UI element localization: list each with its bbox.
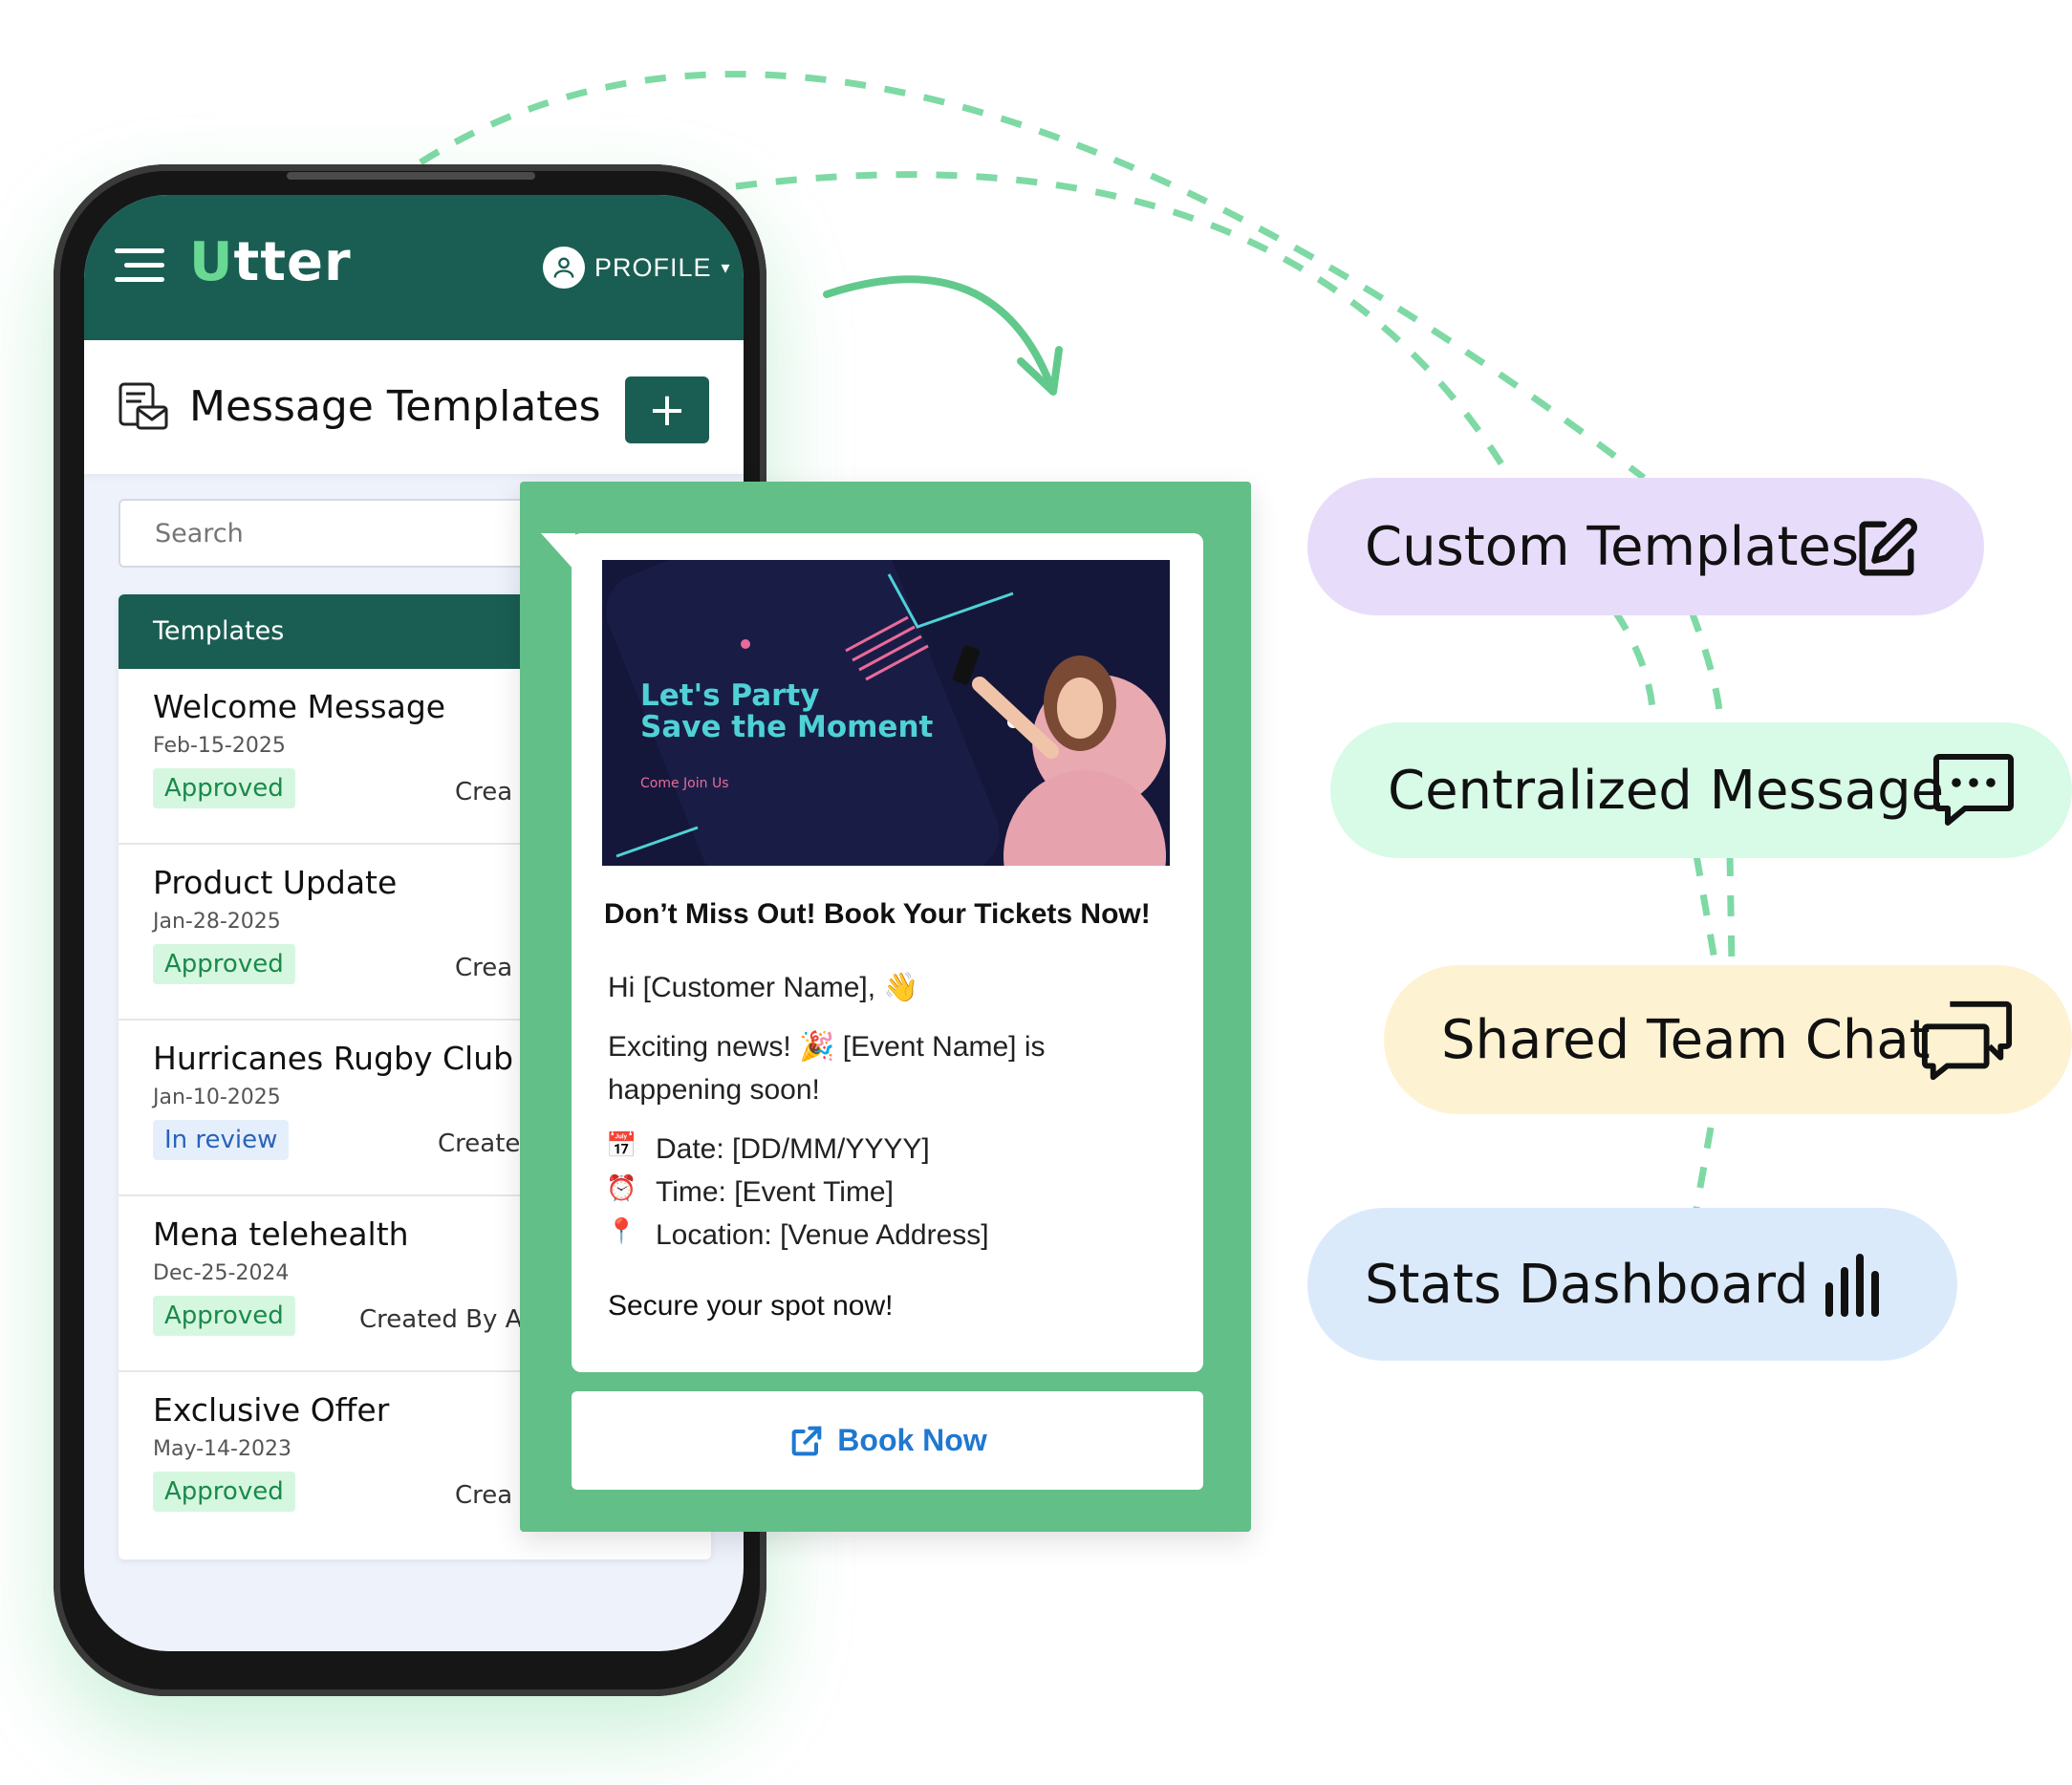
bar-chart-icon	[1825, 1254, 1879, 1317]
created-by: Create	[438, 1129, 521, 1158]
list-item[interactable]: Hurricanes Rugby Club Jan-10-2025 In rev…	[119, 1021, 711, 1196]
feature-centralized-message: Centralized Message	[1330, 722, 2072, 858]
message-cta: Secure your spot now!	[608, 1290, 894, 1322]
list-item[interactable]: Exclusive Offer May-14-2023 Approved Cre…	[119, 1372, 711, 1548]
caret-down-icon: ▾	[721, 257, 731, 277]
feature-shared-team-chat: Shared Team Chat	[1384, 965, 2072, 1114]
status-badge: Approved	[153, 768, 295, 808]
banner-title-line1: Let's Party	[640, 678, 820, 713]
feature-label: Shared Team Chat	[1441, 1008, 1931, 1071]
bubble-tail	[541, 533, 575, 571]
list-item[interactable]: Welcome Message Feb-15-2025 Approved Cre…	[119, 669, 711, 845]
calendar-icon: 📅	[606, 1131, 637, 1160]
template-date: Jan-10-2025	[153, 1086, 281, 1109]
book-now-button[interactable]: Book Now	[572, 1391, 1203, 1490]
template-date: May-14-2023	[153, 1437, 291, 1461]
template-name: Product Update	[153, 864, 398, 901]
feature-stats-dashboard: Stats Dashboard	[1307, 1208, 1957, 1361]
banner-title-line2: Save the Moment	[640, 710, 934, 744]
event-banner-image: Let's Party Save the Moment Come Join Us	[602, 560, 1170, 866]
template-date: Dec-25-2024	[153, 1261, 290, 1285]
message-time: Time: [Event Time]	[656, 1176, 894, 1208]
user-icon	[543, 247, 585, 289]
template-date: Jan-28-2025	[153, 910, 281, 934]
created-by: Crea	[455, 954, 513, 982]
banner-art	[606, 560, 1166, 866]
created-by: Crea	[455, 778, 513, 806]
message-news-line2: happening soon!	[608, 1074, 820, 1106]
logo-rest: tter	[233, 231, 352, 293]
list-item[interactable]: Mena telehealth Dec-25-2024 Approved Cre…	[119, 1196, 711, 1372]
feature-custom-templates: Custom Templates	[1307, 478, 1984, 615]
external-link-icon	[791, 1426, 822, 1455]
title-bar: Message Templates +	[84, 340, 744, 474]
curved-arrow-icon	[823, 275, 1055, 391]
template-date: Feb-15-2025	[153, 734, 286, 758]
team-chat-icon	[1921, 1000, 2013, 1081]
app-header: Utter PROFILE ▾	[84, 195, 744, 340]
template-name: Hurricanes Rugby Club	[153, 1040, 514, 1077]
list-item[interactable]: Product Update Jan-28-2025 Approved Crea	[119, 845, 711, 1021]
pin-icon: 📍	[606, 1217, 637, 1246]
message-date: Date: [DD/MM/YYYY]	[656, 1133, 930, 1165]
alarm-clock-icon: ⏰	[606, 1174, 637, 1203]
template-name: Exclusive Offer	[153, 1391, 390, 1429]
add-template-button[interactable]: +	[625, 376, 709, 443]
status-badge: Approved	[153, 1296, 295, 1336]
menu-icon[interactable]	[115, 248, 164, 283]
status-badge: Approved	[153, 944, 295, 984]
feature-label: Centralized Message	[1388, 759, 1945, 822]
message-location: Location: [Venue Address]	[656, 1219, 989, 1251]
created-by: Crea	[455, 1481, 513, 1510]
book-now-label: Book Now	[837, 1423, 987, 1457]
template-name: Welcome Message	[153, 688, 446, 725]
feature-label: Stats Dashboard	[1365, 1253, 1809, 1316]
phone-speaker	[287, 172, 535, 180]
banner-subtitle: Come Join Us	[640, 776, 729, 791]
feature-label: Custom Templates	[1365, 515, 1860, 578]
templates-icon	[119, 382, 168, 430]
edit-icon	[1859, 518, 1917, 576]
chat-bubble-icon	[1933, 754, 2014, 826]
message-heading: Don’t Miss Out! Book Your Tickets Now!	[604, 898, 1151, 930]
status-badge: Approved	[153, 1472, 295, 1512]
profile-menu[interactable]: PROFILE ▾	[543, 245, 731, 290]
logo-accent: U	[189, 231, 234, 293]
created-by: Created By As	[359, 1305, 535, 1334]
banner-title: Let's Party Save the Moment	[640, 680, 933, 743]
page-title: Message Templates	[189, 382, 601, 431]
message-news-line1: Exciting news! 🎉 [Event Name] is	[608, 1031, 1046, 1063]
message-greeting: Hi [Customer Name], 👋	[608, 972, 919, 1003]
status-badge: In review	[153, 1120, 290, 1160]
app-logo: Utter	[189, 231, 352, 293]
profile-label: PROFILE	[594, 252, 712, 282]
template-name: Mena telehealth	[153, 1215, 409, 1253]
